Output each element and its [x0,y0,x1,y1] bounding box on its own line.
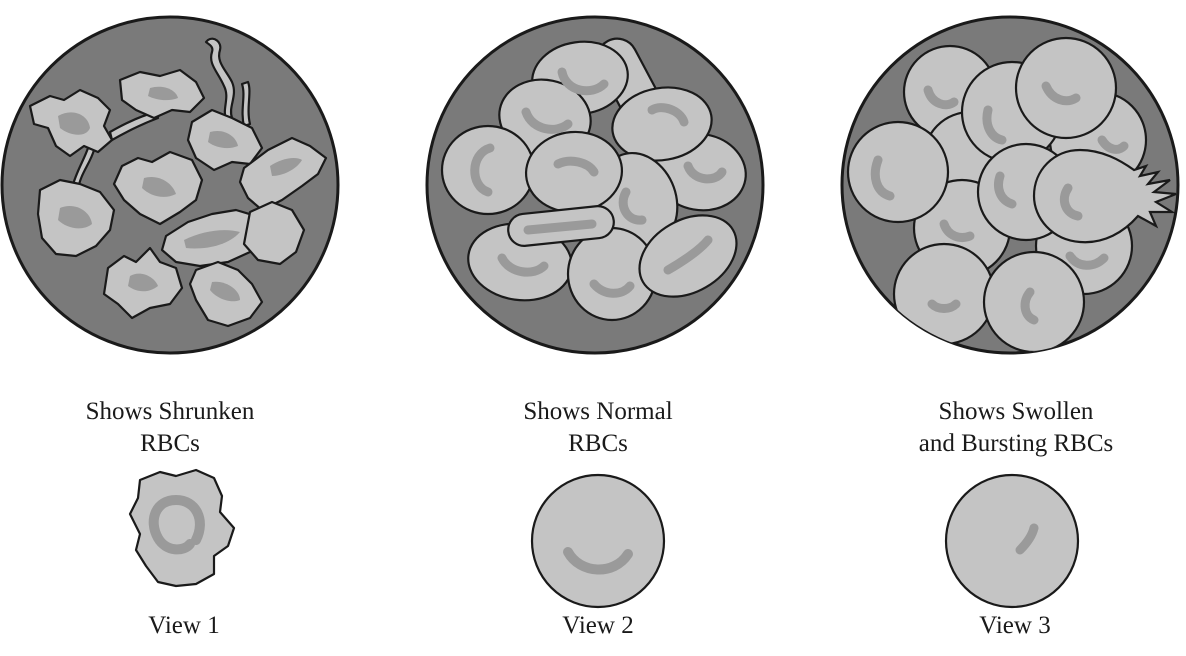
caption-swollen: Shows Swollen and Bursting RBCs [866,396,1166,460]
field-shrunken [2,17,338,353]
caption-line: Shows Swollen [866,396,1166,428]
view-1-cell [130,470,234,586]
caption-line: and Bursting RBCs [866,428,1166,460]
shrunken-cell-single [130,470,234,586]
view-3-cell [946,475,1078,607]
view-3-label: View 3 [915,612,1115,640]
field-swollen [842,17,1178,353]
cell-center [528,224,592,230]
shrunken-cell-tendril [242,82,250,126]
swollen-cell-single [946,475,1078,607]
swollen-cell [894,244,994,344]
normal-cell-single [532,475,664,607]
caption-shrunken: Shows Shrunken RBCs [20,396,320,460]
caption-line: RBCs [20,428,320,460]
swollen-cell [1016,38,1116,138]
caption-line: Shows Shrunken [20,396,320,428]
caption-line: RBCs [448,428,748,460]
cell-center [932,304,956,309]
view-2-cell [532,475,664,607]
normal-cell [442,126,534,214]
swollen-cell [984,252,1084,352]
caption-line: Shows Normal [448,396,748,428]
caption-normal: Shows Normal RBCs [448,396,748,460]
view-1-label: View 1 [84,612,284,640]
swollen-cell [848,122,948,222]
field-normal [427,17,763,353]
view-2-label: View 2 [498,612,698,640]
